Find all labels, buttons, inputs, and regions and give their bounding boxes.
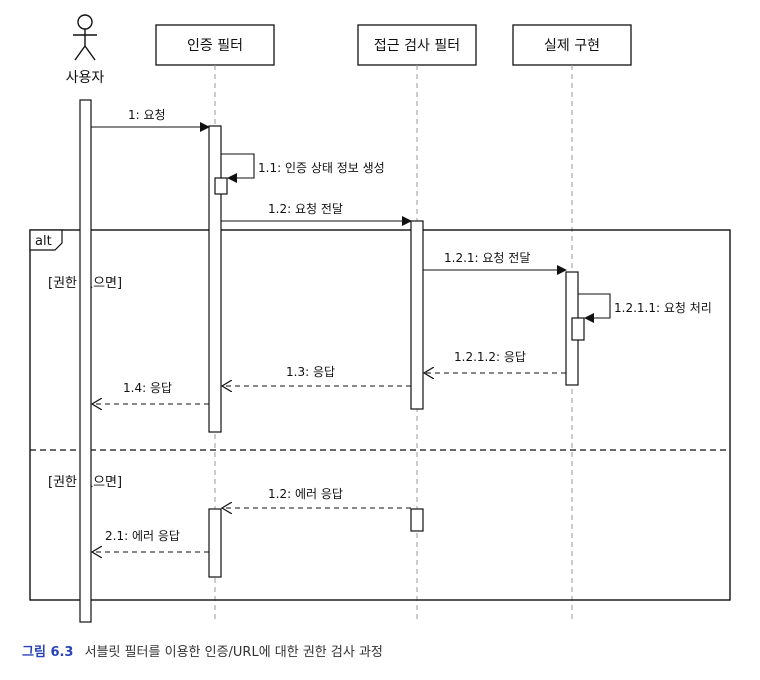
activation-access-filter-err (410, 508, 424, 532)
participant-impl-label: 실제 구현 (544, 38, 600, 54)
participant-access-filter: 접근 검사 필터 (357, 24, 477, 66)
alt-operator: alt (35, 234, 52, 249)
participant-access-filter-label: 접근 검사 필터 (374, 38, 460, 54)
participant-user-label: 사용자 (66, 70, 105, 86)
activation-auth-filter-err (208, 508, 222, 578)
message-1-label: 1: 요청 (128, 108, 166, 122)
message-1-3-label: 1.3: 응답 (286, 365, 335, 379)
message-1-2-1-1-label: 1.2.1.1: 요청 처리 (614, 301, 712, 315)
user-actor-icon (73, 14, 97, 61)
message-1-2-1-label: 1.2.1: 요청 전달 (444, 251, 530, 265)
message-1-2-label: 1.2: 요청 전달 (268, 202, 343, 216)
message-err-2-1-label: 2.1: 에러 응답 (105, 529, 180, 543)
message-1-4-label: 1.4: 응답 (123, 381, 172, 395)
activation-access-filter (410, 220, 424, 410)
message-1-2-1-1-arrow (578, 293, 611, 323)
activation-auth-self (214, 177, 228, 195)
caption-number: 그림 6.3 (22, 645, 73, 660)
activation-auth-filter (208, 125, 222, 433)
alt-frame (29, 229, 731, 601)
caption-text: 서블릿 필터를 이용한 인증/URL에 대한 권한 검사 과정 (85, 645, 383, 660)
figure-caption: 그림 6.3 서블릿 필터를 이용한 인증/URL에 대한 권한 검사 과정 (22, 641, 383, 660)
message-1-2-1-2-label: 1.2.1.2: 응답 (454, 350, 526, 364)
activation-impl-self (571, 317, 585, 341)
activation-user (79, 99, 92, 623)
participant-impl: 실제 구현 (512, 24, 632, 66)
message-err-1-2-label: 1.2: 에러 응답 (268, 487, 343, 501)
message-1-1-arrow (221, 153, 255, 183)
participant-auth-filter-label: 인증 필터 (187, 38, 243, 54)
alt-frame-tag (29, 229, 63, 251)
message-1-1-label: 1.1: 인증 상태 정보 생성 (258, 161, 385, 175)
participant-auth-filter: 인증 필터 (155, 24, 275, 66)
